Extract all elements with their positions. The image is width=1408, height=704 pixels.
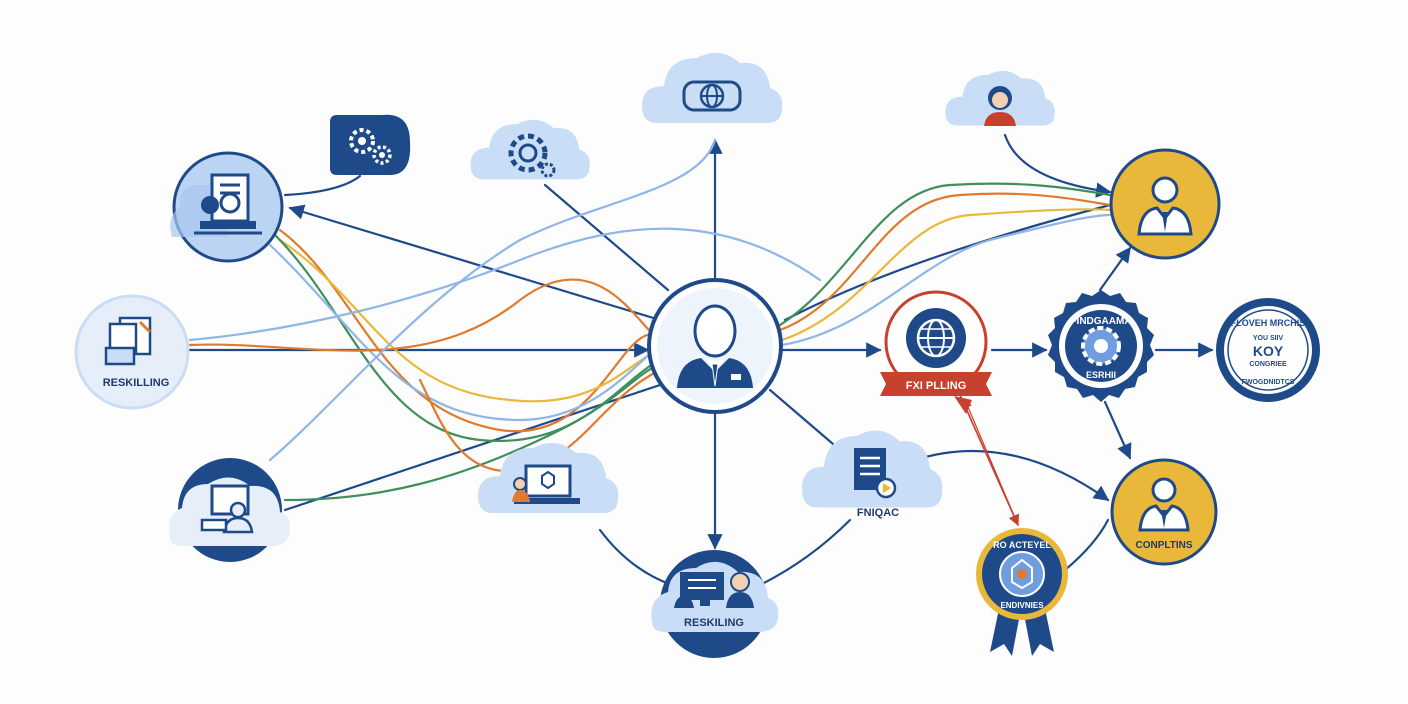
edge-gear-seal-to-gold-bottom	[1103, 400, 1132, 460]
edge-person-cloud-to-gold	[1003, 133, 1112, 198]
globe-cloud[interactable]	[642, 53, 783, 123]
woman-icon	[984, 86, 1016, 126]
person-tie-icon	[1137, 176, 1193, 236]
person-cloud[interactable]	[945, 70, 1055, 126]
award-top: RO ACTEYEL	[993, 540, 1051, 550]
flow-sky-4	[780, 213, 1112, 347]
reskilling-bottom-label: RESKILING	[684, 617, 744, 629]
edge-hub-to-bottom-left	[283, 383, 662, 512]
document-laptop-node[interactable]	[170, 151, 284, 263]
edge-laptop-cloud-to-bottom-cloud	[598, 528, 674, 587]
gold-person-bottom[interactable]: CONPLTINS	[1110, 458, 1218, 566]
gear-cloud[interactable]	[470, 119, 590, 180]
award-medal[interactable]: RO ACTEYEL ENDIVNIES	[976, 528, 1068, 656]
reskilling-left-node[interactable]: RESKILLING	[74, 294, 190, 410]
gears-icon	[349, 128, 392, 165]
edge-gear-cloud-to-hub	[543, 183, 670, 292]
laptop-cloud[interactable]	[478, 443, 619, 513]
blue-seal-mid1: YOU SIIV	[1253, 335, 1284, 342]
gear-seal[interactable]: FINDGAAMA ESRHII	[1048, 290, 1154, 402]
person-tie-icon	[1138, 477, 1190, 532]
gear-icon	[508, 133, 556, 178]
blue-seal[interactable]: FLOVEH MRCHIS YOU SIIV KOY CONGRIEE FWOG…	[1216, 298, 1320, 402]
doc-cloud[interactable]: FNIQAC	[802, 430, 943, 519]
video-call-icon	[200, 484, 254, 534]
central-hub[interactable]	[647, 278, 783, 414]
blue-seal-mid2: KOY	[1253, 343, 1284, 359]
reskilling-bottom-node[interactable]: RESKILING	[651, 550, 779, 658]
laptop-icon	[512, 464, 580, 504]
award-bottom: ENDIVNIES	[1000, 601, 1044, 610]
edge-hub-to-doc-cloud	[768, 388, 842, 452]
gear-icon	[1081, 326, 1121, 366]
edge-gear-icon-to-top-left	[283, 174, 362, 197]
ribbon-badge[interactable]: FXI PLLING	[880, 290, 992, 414]
globe-icon	[916, 318, 956, 358]
flow-gold-2	[780, 208, 1112, 342]
video-call-icon	[674, 572, 754, 608]
flow-sky-3	[268, 138, 717, 462]
gear-seal-top: FINDGAAMA	[1070, 316, 1131, 327]
doc-cloud-label: FNIQAC	[857, 507, 899, 519]
document-icon	[194, 173, 262, 235]
flow-gold-1	[278, 238, 662, 403]
flow-green-2	[283, 363, 662, 502]
blue-seal-mid3: CONGRIEE	[1249, 361, 1287, 368]
edge-ribbon-to-award-return	[964, 399, 1019, 526]
edge-gear-seal-to-gold-top	[1098, 246, 1132, 292]
gears-badge[interactable]	[330, 114, 411, 175]
flow-orange-3	[778, 192, 1112, 332]
blue-seal-bottom: FWOGDNIDTCS	[1242, 379, 1295, 386]
edge-award-to-gold-bottom	[1063, 518, 1110, 572]
globe-icon	[682, 80, 742, 112]
edge-hub-to-gold-top	[783, 203, 1112, 322]
documents-icon	[104, 316, 152, 366]
connectors	[188, 133, 1214, 587]
edge-hub-to-top-left	[288, 204, 662, 322]
flow-orange-1	[278, 228, 662, 433]
award-ribbon-icon	[1011, 558, 1033, 590]
edge-doc-cloud-to-gold-bottom	[913, 450, 1110, 502]
flow-sky-2	[188, 227, 822, 342]
video-call-node[interactable]	[169, 458, 291, 562]
ribbon-label: FXI PLLING	[906, 380, 967, 392]
gold-person-top[interactable]	[1109, 148, 1221, 260]
flow-green-3	[778, 182, 1112, 327]
person-icon	[677, 304, 753, 388]
document-play-icon	[854, 448, 897, 499]
gold-person-bottom-label: CONPLTINS	[1135, 540, 1192, 551]
edge-bottom-cloud-to-doc-cloud	[758, 518, 852, 587]
flow-sky-1	[268, 243, 662, 422]
blue-seal-top: FLOVEH MRCHIS	[1231, 318, 1306, 328]
gear-seal-bottom: ESRHII	[1086, 370, 1116, 380]
reskilling-left-label: RESKILLING	[103, 377, 170, 389]
flow-orange-2	[188, 278, 662, 352]
flow-green-1	[273, 233, 662, 443]
